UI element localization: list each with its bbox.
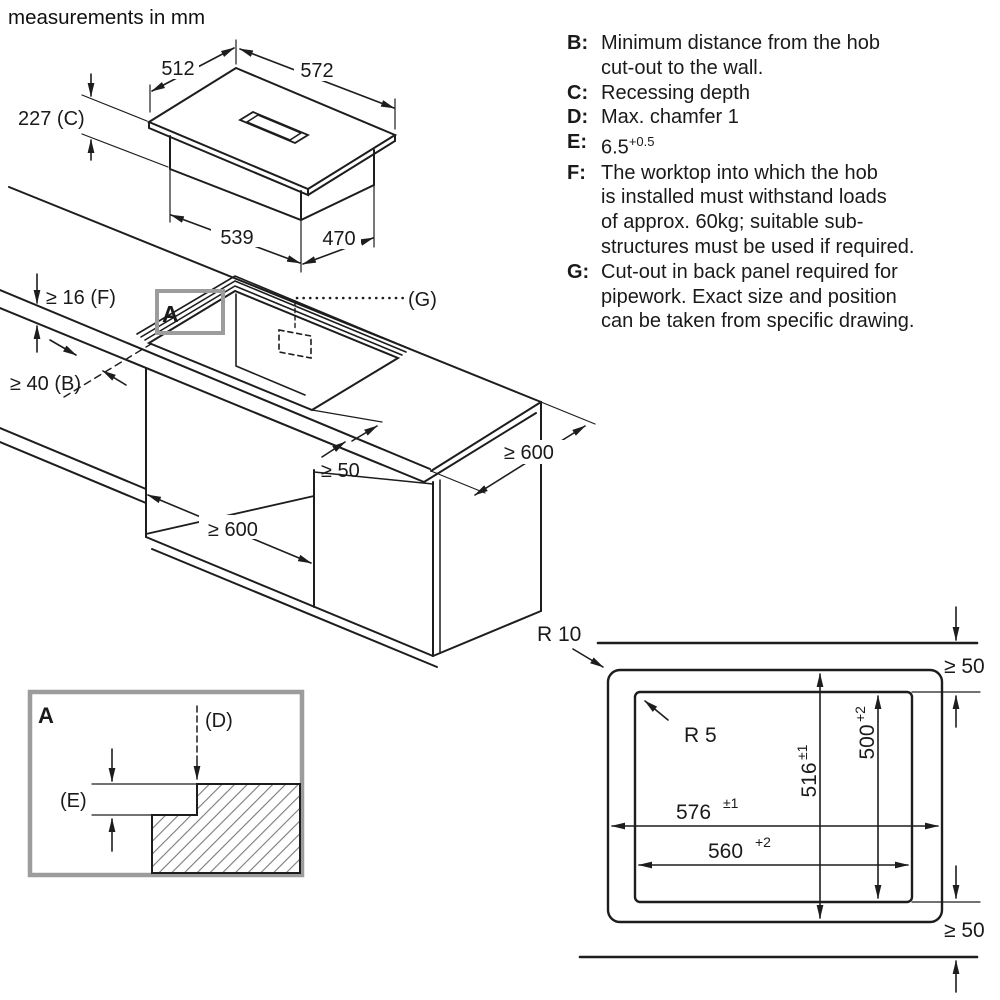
legend-row: of approx. 60kg; suitable sub- (601, 211, 864, 234)
detail-a-view (27, 689, 305, 878)
hob-dim-227-label: 227 (C) (18, 108, 85, 130)
cutout-step-line (140, 280, 407, 353)
dim-extension-line (169, 168, 375, 273)
cutout-plan-view (572, 606, 981, 993)
cutout-interior-edges (235, 293, 306, 396)
radius-arrow-r5 (644, 700, 669, 721)
dim-arrow-50-upper (351, 425, 378, 442)
hob-dim-512-label: 512 (161, 58, 194, 80)
legend-row-c: C:Recessing depth (567, 81, 750, 104)
hob-glass-thickness (148, 121, 396, 197)
worktop-underside-edge (313, 471, 434, 485)
legend-key: B: (567, 32, 589, 54)
label-mask (497, 440, 575, 464)
label-mask (317, 227, 361, 249)
side-clearance-label: ≥ 600 (504, 442, 554, 464)
cutout-step-line (144, 285, 403, 356)
step-depth-label: (E) (60, 790, 87, 812)
hob-dimension-view (81, 39, 398, 273)
legend-row-b: B: Minimum distance from the hob (567, 31, 992, 56)
wall-gap-top-label: ≥ 50 (944, 655, 985, 678)
dim-extension-line (311, 409, 383, 423)
cabinet-base-line (151, 548, 438, 668)
inner-height-label: 500 (856, 724, 879, 759)
legend-row-e: E:6.5+0.5 (567, 131, 655, 159)
detail-a-marker-box (155, 289, 225, 335)
legend-e-value: 6.5 (601, 136, 629, 159)
outer-height-label: 516 (798, 762, 821, 797)
dim-extension-line (91, 783, 198, 816)
legend-row: cut-out to the wall. (601, 56, 764, 79)
hob-glass-top (146, 66, 398, 191)
dim-extension-line (81, 94, 169, 168)
detail-marker-label: A (162, 301, 179, 327)
installation-view (0, 186, 596, 668)
outer-width-label: 576 (676, 801, 711, 824)
outer-radius-label: R 10 (537, 623, 581, 646)
wall-base-line (0, 441, 147, 504)
front-distance-label: ≥ 50 (321, 460, 360, 482)
hob-vent-slot-inner (245, 114, 303, 141)
label-mask (199, 515, 277, 539)
label-mask (211, 223, 261, 247)
legend-row-f: F:The worktop into which the hob (567, 161, 878, 184)
dim-line-470 (302, 237, 374, 265)
legend-row: structures must be used if required. (601, 236, 915, 259)
worktop-cross-section (151, 783, 301, 874)
chamfer-label: (D) (205, 710, 233, 732)
legend-row-d: D:Max. chamfer 1 (567, 106, 739, 129)
cutout-plan-labels: R 10 R 5 ≥ 50 ≥ 50 576 ±1 560 +2 516 ±1 … (537, 623, 985, 942)
hob-dim-539-label: 539 (220, 227, 253, 249)
detail-a-labels: A (D) (E) (38, 703, 233, 812)
legend-row: can be taken from specific drawing. (601, 310, 915, 333)
hob-vent-slot-outer (238, 110, 310, 145)
radius-arrow-r10 (572, 648, 604, 668)
cabinet-bottom-right-edge (432, 610, 542, 657)
legend-row: is installed must withstand loads (601, 186, 887, 209)
outer-height-tol: ±1 (794, 744, 810, 760)
dim-arrow-50-lower (321, 441, 346, 458)
label-mask (294, 59, 340, 81)
dim-arrow-40-right (102, 370, 127, 386)
page-title: measurements in mm (8, 6, 206, 29)
hob-body-outline (169, 135, 375, 222)
wall-base-line (0, 427, 147, 490)
hob-dim-572-label: 572 (300, 60, 333, 82)
through-cutout-inner (633, 690, 914, 904)
interior-depth-label: ≥ 600 (208, 519, 258, 541)
pipework-cutout-dashed-rect (278, 329, 312, 359)
inner-radius-label: R 5 (684, 724, 717, 747)
detail-marker-label: A (38, 703, 54, 728)
legend: B: Minimum distance from the hob cut-out … (567, 31, 992, 334)
label-mask (157, 57, 199, 79)
back-panel-label: (G) (408, 289, 437, 311)
dim-extension-line (149, 39, 396, 130)
legend-e-tolerance: +0.5 (628, 134, 655, 150)
legend-row: pipework. Exact size and position (601, 285, 897, 308)
legend-row-g: G:Cut-out in back panel required for (567, 260, 898, 283)
recess-cutout-outer (606, 668, 944, 924)
worktop-front-top-edge (0, 289, 431, 470)
detail-border (27, 689, 305, 878)
wall-gap-bottom-label: ≥ 50 (944, 919, 985, 942)
inner-height-tol: +2 (852, 706, 868, 722)
installation-labels: ≥ 16 (F) ≥ 40 (B) A (G) ≥ 50 ≥ 600 ≥ 600 (10, 287, 554, 541)
dim-extension-line (911, 691, 981, 903)
cutout-opening (146, 289, 401, 412)
hob-dim-470-label: 470 (322, 228, 355, 250)
inner-width-label: 560 (708, 840, 743, 863)
cutout-step-line (136, 275, 411, 350)
worktop-thickness-label: ≥ 16 (F) (46, 287, 116, 309)
hob-dimension-labels: 512 572 227 (C) 539 470 (18, 58, 356, 250)
inner-width-tol: +2 (755, 834, 771, 850)
dim-arrow-40-left (49, 339, 77, 356)
wall-top-edge (8, 186, 542, 403)
wall-distance-label: ≥ 40 (B) (10, 373, 81, 395)
worktop-front-bottom-edge (0, 307, 425, 483)
outer-width-tol: ±1 (723, 795, 739, 811)
legend-text: Minimum distance from the hob (601, 32, 881, 54)
